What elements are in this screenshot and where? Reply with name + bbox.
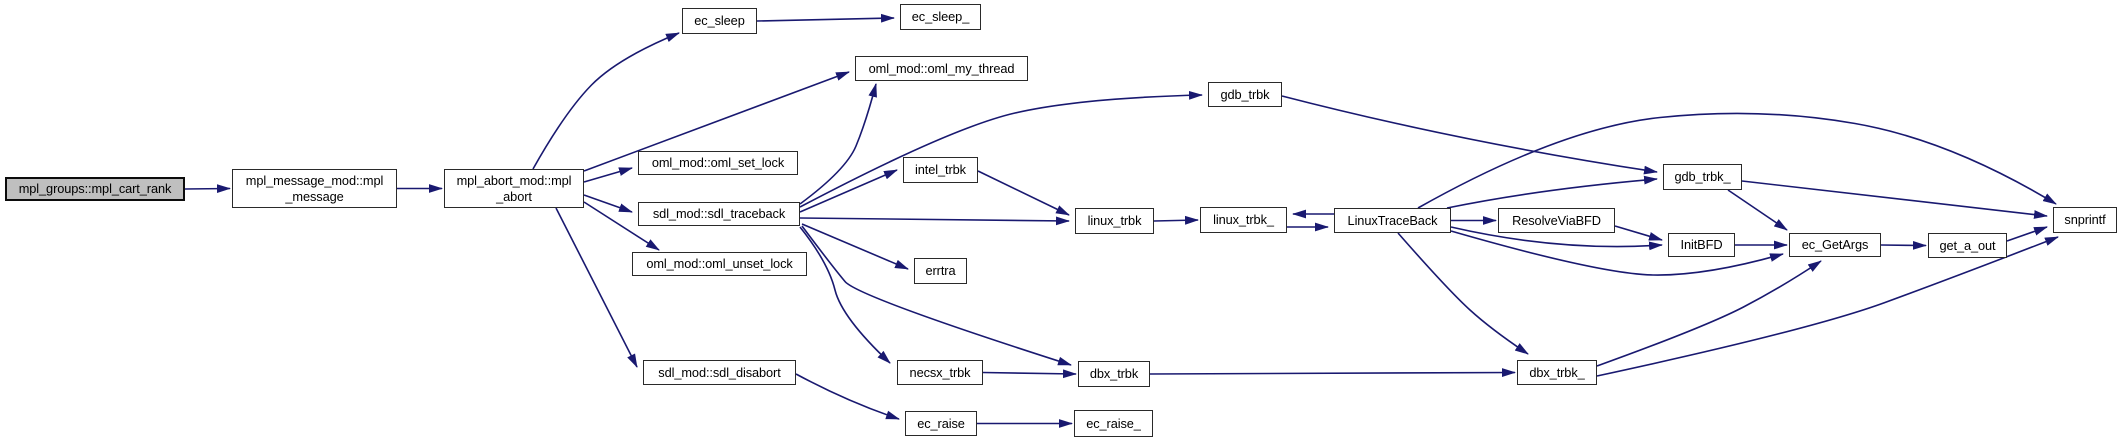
node-label: oml_mod::oml_unset_lock <box>646 256 793 271</box>
edge-LinuxTraceBack-to-InitBFD <box>1450 226 1663 251</box>
edge-LinuxTraceBack-to-gdb_trbk_ <box>1446 175 1658 209</box>
edge-necsx_trbk-to-dbx_trbk <box>982 369 1077 379</box>
node-label: gdb_trbk_ <box>1674 169 1731 184</box>
node-label: InitBFD <box>1680 237 1723 252</box>
node-label: sdl_mod::sdl_disabort <box>658 364 781 380</box>
edge-sdl_traceback-to-errtra <box>801 223 909 270</box>
graph-node-errtra[interactable]: errtra <box>914 258 967 284</box>
graph-node-intel_trbk[interactable]: intel_trbk <box>903 157 978 183</box>
edge-LinuxTraceBack-to-dbx_trbk_ <box>1397 232 1529 355</box>
graph-node-gdb_trbk_[interactable]: gdb_trbk_ <box>1663 164 1742 190</box>
edge-mpl_abort-to-oml_unset_lock <box>583 201 660 251</box>
graph-node-snprintf[interactable]: snprintf <box>2053 207 2117 233</box>
edge-mpl_abort-to-oml_set_lock <box>583 167 633 183</box>
node-label: sdl_mod::sdl_traceback <box>652 206 786 221</box>
edge-sdl_traceback-to-intel_trbk <box>799 169 898 213</box>
edge-mpl_abort-to-ec_sleep <box>532 32 680 170</box>
graph-node-LinuxTraceBack[interactable]: LinuxTraceBack <box>1334 208 1451 233</box>
node-label: linux_trbk <box>1087 213 1142 228</box>
edge-gdb_trbk-to-gdb_trbk_ <box>1281 95 1658 175</box>
edge-sdl_traceback-to-dbx_trbk <box>801 225 1072 366</box>
graph-node-ec_raise_[interactable]: ec_raise_ <box>1074 410 1153 437</box>
edge-ec_sleep-to-ec_sleep_ <box>756 13 895 23</box>
node-label: dbx_trbk_ <box>1529 364 1585 380</box>
graph-node-sdl_traceback[interactable]: sdl_mod::sdl_traceback <box>638 202 800 226</box>
graph-node-ResolveViaBFD[interactable]: ResolveViaBFD <box>1498 208 1615 233</box>
node-label: gdb_trbk <box>1220 86 1270 102</box>
edge-LinuxTraceBack-to-snprintf <box>1417 112 2057 209</box>
graph-node-linux_trbk[interactable]: linux_trbk <box>1075 208 1154 234</box>
edge-sdl_traceback-to-gdb_trbk <box>799 90 1203 208</box>
node-label: ec_raise_ <box>1086 415 1141 431</box>
edge-gdb_trbk_-to-ec_GetArgs <box>1727 189 1788 231</box>
node-label: LinuxTraceBack <box>1347 212 1438 228</box>
edge-mpl_abort-to-oml_my_thread <box>583 71 850 172</box>
edge-ec_GetArgs-to-get_a_out <box>1880 240 1927 250</box>
edge-LinuxTraceBack-to-ec_GetArgs <box>1450 230 1784 276</box>
node-label: ResolveViaBFD <box>1512 212 1601 228</box>
graph-node-sdl_disabort[interactable]: sdl_mod::sdl_disabort <box>643 360 796 385</box>
node-label: ec_sleep <box>694 13 745 28</box>
node-label: errtra <box>925 263 956 278</box>
edge-sdl_traceback-to-necsx_trbk <box>799 226 891 364</box>
graph-node-mpl_message[interactable]: mpl_message_mod::mpl _message <box>232 169 397 208</box>
edge-sdl_traceback-to-linux_trbk <box>799 216 1070 226</box>
graph-node-necsx_trbk[interactable]: necsx_trbk <box>897 360 983 385</box>
edge-gdb_trbk_-to-snprintf <box>1741 180 2048 219</box>
graph-node-ec_GetArgs[interactable]: ec_GetArgs <box>1789 233 1881 257</box>
node-label: mpl_abort_mod::mpl _abort <box>456 172 572 204</box>
node-label: mpl_message_mod::mpl _message <box>245 172 384 204</box>
graph-node-get_a_out[interactable]: get_a_out <box>1928 233 2007 258</box>
node-label: dbx_trbk <box>1089 366 1139 381</box>
node-label: ec_GetArgs <box>1801 237 1869 252</box>
edge-dbx_trbk_-to-ec_GetArgs <box>1596 260 1822 367</box>
graph-node-oml_set_lock[interactable]: oml_mod::oml_set_lock <box>638 151 798 175</box>
node-label: necsx_trbk <box>909 364 971 380</box>
edge-mpl_cart_rank-to-mpl_message <box>184 184 231 194</box>
edge-sdl_traceback-to-oml_my_thread <box>799 83 877 205</box>
edge-dbx_trbk_-to-snprintf <box>1596 236 2059 377</box>
edge-mpl_abort-to-sdl_disabort <box>555 207 638 368</box>
edge-sdl_disabort-to-ec_raise <box>795 373 900 420</box>
graph-node-InitBFD[interactable]: InitBFD <box>1668 233 1735 257</box>
edge-get_a_out-to-snprintf <box>2006 226 2048 242</box>
node-label: ec_sleep_ <box>911 9 970 24</box>
graph-node-ec_sleep[interactable]: ec_sleep <box>682 8 757 34</box>
node-label: linux_trbk_ <box>1213 212 1274 227</box>
edge-mpl_abort-to-sdl_traceback <box>583 194 633 213</box>
node-label: get_a_out <box>1939 237 1996 253</box>
graph-node-dbx_trbk[interactable]: dbx_trbk <box>1078 361 1150 387</box>
edge-intel_trbk-to-linux_trbk <box>977 170 1070 216</box>
graph-node-mpl_cart_rank: mpl_groups::mpl_cart_rank <box>5 177 185 201</box>
graph-node-mpl_abort[interactable]: mpl_abort_mod::mpl _abort <box>444 169 584 208</box>
graph-node-ec_sleep_[interactable]: ec_sleep_ <box>900 4 981 30</box>
graph-node-oml_my_thread[interactable]: oml_mod::oml_my_thread <box>855 56 1028 81</box>
graph-node-linux_trbk_[interactable]: linux_trbk_ <box>1200 207 1287 233</box>
edge-ResolveViaBFD-to-InitBFD <box>1614 225 1663 241</box>
graph-node-ec_raise[interactable]: ec_raise <box>905 411 977 436</box>
node-label: mpl_groups::mpl_cart_rank <box>18 181 172 196</box>
edge-linux_trbk-to-linux_trbk_ <box>1153 215 1199 225</box>
node-label: oml_mod::oml_set_lock <box>651 155 785 170</box>
node-label: oml_mod::oml_my_thread <box>868 60 1015 76</box>
graph-node-oml_unset_lock[interactable]: oml_mod::oml_unset_lock <box>632 252 807 276</box>
node-label: snprintf <box>2064 212 2106 227</box>
graph-node-gdb_trbk[interactable]: gdb_trbk <box>1208 82 1282 107</box>
graph-node-dbx_trbk_[interactable]: dbx_trbk_ <box>1517 360 1597 385</box>
node-label: intel_trbk <box>915 162 966 177</box>
node-label: ec_raise <box>917 415 965 431</box>
edge-dbx_trbk-to-dbx_trbk_ <box>1149 368 1516 377</box>
